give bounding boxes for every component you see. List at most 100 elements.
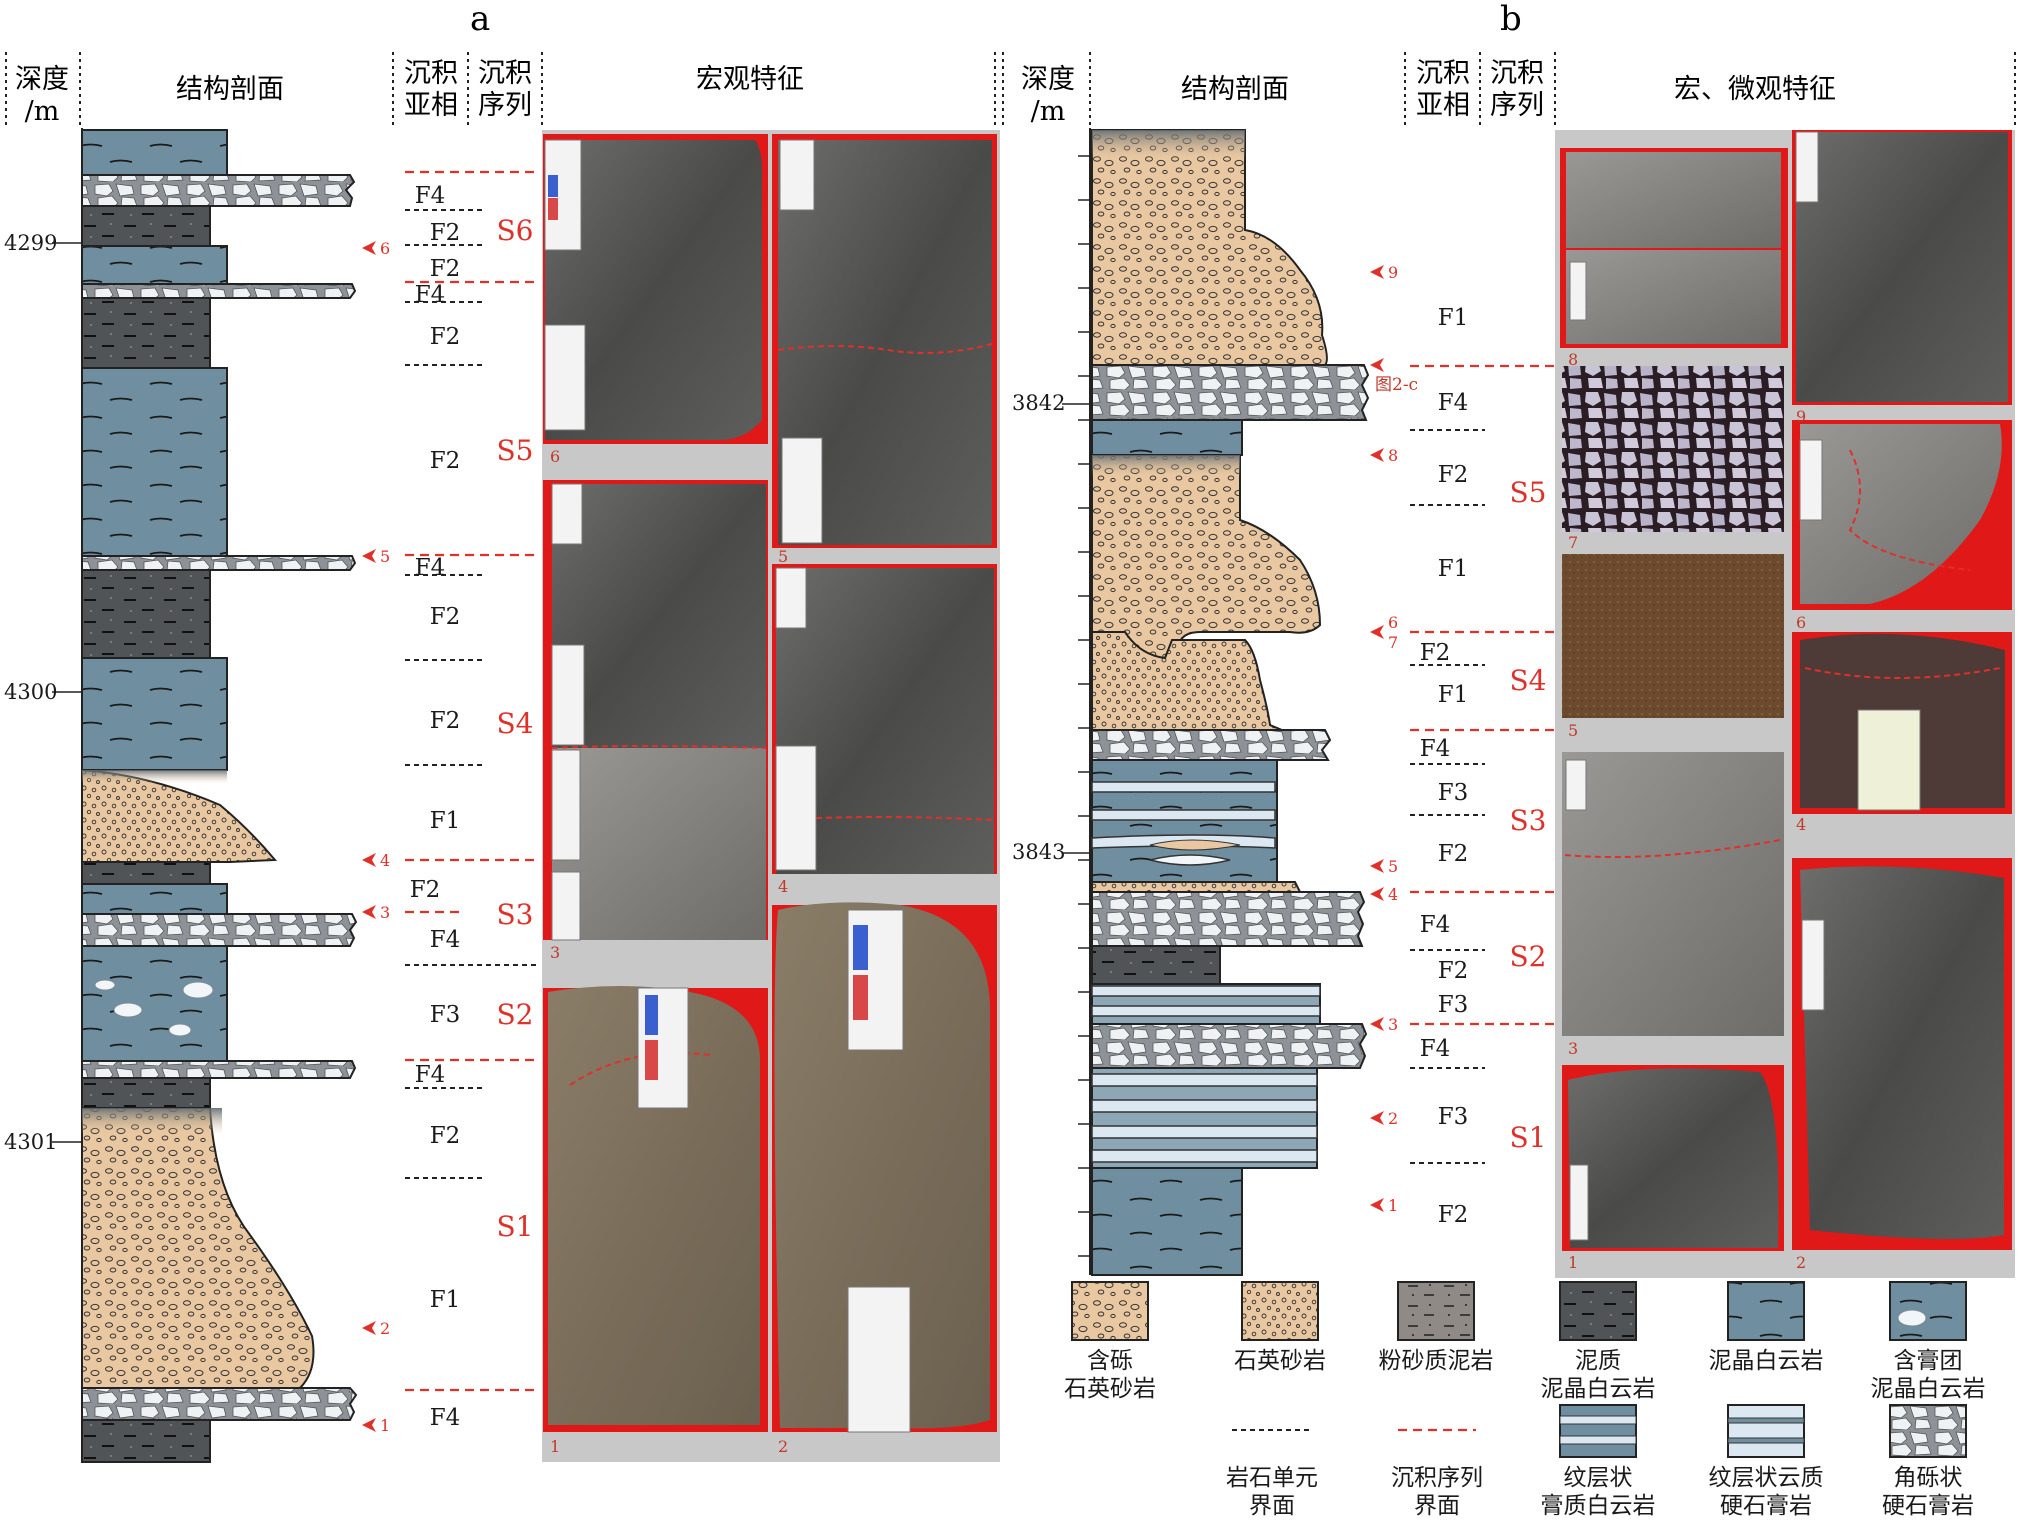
panel-a-depth-4300: 4300 — [4, 680, 57, 704]
panel-b-photo-label: 9 — [1796, 407, 1806, 426]
panel-a-sequence-label: S1 — [497, 1210, 534, 1243]
sample-marker-label: 4 — [380, 851, 390, 870]
panel-a-facies-label: F1 — [430, 1287, 461, 1313]
panel-b-depth-ticks — [1078, 155, 1090, 1257]
panel-b-photos — [1560, 130, 2012, 1251]
panel-b-facies-label: F1 — [1438, 556, 1469, 582]
panel-a-sample-markers: 6 5 4 3 2 1 — [362, 239, 390, 1435]
panel-b-unit-boundaries — [1410, 429, 1485, 1164]
panel-a-letter: a — [470, 0, 490, 39]
panel-b-facies-label: F2 — [1438, 1202, 1469, 1228]
panel-a-depth-4301: 4301 — [4, 1130, 57, 1154]
panel-b-facies-label: F1 — [1438, 305, 1469, 331]
panel-b-sequence-label: S3 — [1510, 804, 1547, 837]
panel-a-facies-label: F2 — [430, 1123, 461, 1149]
panel-b: b 深度/m 结构剖面 沉积亚相 沉积序列 宏、微观特征 — [1002, 0, 2016, 1278]
panel-a-facies-label: F4 — [415, 282, 446, 308]
panel-a-depth-4299: 4299 — [4, 231, 57, 255]
panel-a-header-depth: 深度/m — [15, 64, 69, 127]
panel-a-header-subfacies: 沉积亚相 — [404, 58, 458, 121]
legend-swatch-dolomicrite — [1727, 1281, 1805, 1341]
panel-b-facies-label: F4 — [1438, 390, 1469, 416]
panel-a-facies-label: F4 — [415, 1062, 446, 1088]
panel-a-photos — [543, 134, 997, 1433]
panel-a-header-profile: 结构剖面 — [176, 74, 284, 105]
panel-b-sample-markers: 9 8 6 7 5 4 3 2 1 — [1370, 263, 1398, 1215]
panel-a-sequence-label: S2 — [497, 998, 534, 1031]
panel-a-facies-label: F4 — [415, 183, 446, 209]
panel-a-facies-label: F3 — [430, 1002, 461, 1028]
panel-a-header-features: 宏观特征 — [696, 64, 804, 95]
legend-swatch-laminated-gypsiferous-dolomite — [1559, 1404, 1637, 1458]
legend-label: 纹层状膏质白云岩 — [1541, 1465, 1656, 1519]
panel-b-facies-label: F1 — [1438, 682, 1469, 708]
panel-b-header-sequence: 沉积序列 — [1490, 58, 1544, 121]
sample-marker-label: 1 — [1388, 1196, 1398, 1215]
panel-a-facies-label: F4 — [430, 927, 461, 953]
panel-b-sequence-label: S2 — [1510, 940, 1547, 973]
panel-b-header-profile: 结构剖面 — [1181, 74, 1289, 105]
panel-b-photo-label: 4 — [1796, 815, 1806, 834]
panel-a-sequence-label: S6 — [497, 214, 534, 247]
sample-marker-label: 6 — [1388, 613, 1398, 632]
panel-a-photo-label: 3 — [550, 943, 560, 962]
legend-label: 纹层状云质硬石膏岩 — [1709, 1465, 1824, 1519]
panel-b-photo-label: 5 — [1568, 721, 1578, 740]
panel-a-photo-label: 2 — [778, 1437, 788, 1456]
panel-b-photo-label: 3 — [1568, 1039, 1578, 1058]
panel-a-header-sequence: 沉积序列 — [478, 58, 532, 121]
panel-b-header-features: 宏、微观特征 — [1674, 74, 1836, 105]
legend-swatch-laminated-dolomitic-anhydrite — [1727, 1404, 1805, 1458]
panel-b-facies-label: F2 — [1420, 640, 1451, 666]
panel-a-photo-label: 4 — [778, 877, 788, 896]
panel-b-facies-label: F2 — [1438, 462, 1469, 488]
panel-a-sequence-boundaries — [405, 170, 540, 1392]
legend-swatch-argillaceous-dolomicrite — [1559, 1281, 1637, 1341]
sample-marker-label: 5 — [380, 547, 390, 566]
panel-a-facies-label: F4 — [430, 1405, 461, 1431]
panel-a-sequence-label: S5 — [497, 434, 534, 467]
panel-a-facies-label: F2 — [410, 877, 441, 903]
sample-marker-label: 2 — [1388, 1109, 1398, 1128]
panel-b-photo-label: 1 — [1568, 1253, 1578, 1272]
panel-b-depth-3843: 3843 — [1012, 840, 1065, 864]
sample-marker-label: 9 — [1388, 263, 1398, 282]
panel-a-unit-boundaries — [405, 209, 540, 1179]
panel-b-facies-label: F2 — [1438, 958, 1469, 984]
legend-swatch-silty-mudstone — [1397, 1281, 1475, 1341]
panel-b-facies-label: F3 — [1438, 992, 1469, 1018]
panel-b-header-depth: 深度/m — [1021, 64, 1075, 127]
panel-a-photo-label: 1 — [550, 1437, 560, 1456]
panel-b-sequence-label: S4 — [1510, 664, 1547, 697]
legend-swatch-pebbly-sandstone — [1071, 1281, 1149, 1341]
figure-reference: 图2-c — [1375, 375, 1418, 395]
sample-marker-label: 3 — [380, 903, 390, 922]
panel-b-header-subfacies: 沉积亚相 — [1416, 58, 1470, 121]
panel-b-facies-label: F4 — [1420, 1036, 1451, 1062]
legend-label: 粉砂质泥岩 — [1379, 1348, 1494, 1374]
panel-a: a 深度/m 结构剖面 沉积亚相 沉积序列 宏观特征 — [4, 0, 1000, 1463]
sample-marker-label: 3 — [1388, 1015, 1398, 1034]
panel-b-facies-label: F4 — [1420, 912, 1451, 938]
panel-b-photo-label: 8 — [1568, 350, 1578, 369]
panel-b-letter: b — [1500, 0, 1522, 39]
sample-marker-label: 6 — [380, 239, 390, 258]
panel-b-facies-label: F3 — [1438, 1104, 1469, 1130]
panel-a-sequence-label: S4 — [497, 707, 534, 740]
legend-swatch-gypsum-nodule-dolomicrite — [1889, 1281, 1967, 1341]
panel-a-facies-label: F2 — [430, 448, 461, 474]
panel-b-sequence-label: S1 — [1510, 1121, 1547, 1154]
legend: 含砾石英砂岩 石英砂岩 粉砂质泥岩 泥质泥晶白云岩 泥晶白云岩 含膏团泥晶白云岩… — [1064, 1281, 1986, 1519]
sample-marker-label: 7 — [1388, 633, 1398, 652]
sample-marker-label: 1 — [380, 1416, 390, 1435]
legend-label: 含膏团泥晶白云岩 — [1871, 1348, 1986, 1402]
panel-b-facies-label: F2 — [1438, 841, 1469, 867]
legend-label: 含砾石英砂岩 — [1064, 1348, 1156, 1402]
legend-label: 泥晶白云岩 — [1709, 1348, 1824, 1374]
panel-a-facies-label: F2 — [430, 256, 461, 282]
legend-label: 石英砂岩 — [1234, 1348, 1326, 1374]
panel-b-facies-label: F3 — [1438, 780, 1469, 806]
panel-b-lithology-column — [1091, 129, 1370, 1276]
legend-swatch-quartz-sandstone — [1241, 1281, 1319, 1341]
